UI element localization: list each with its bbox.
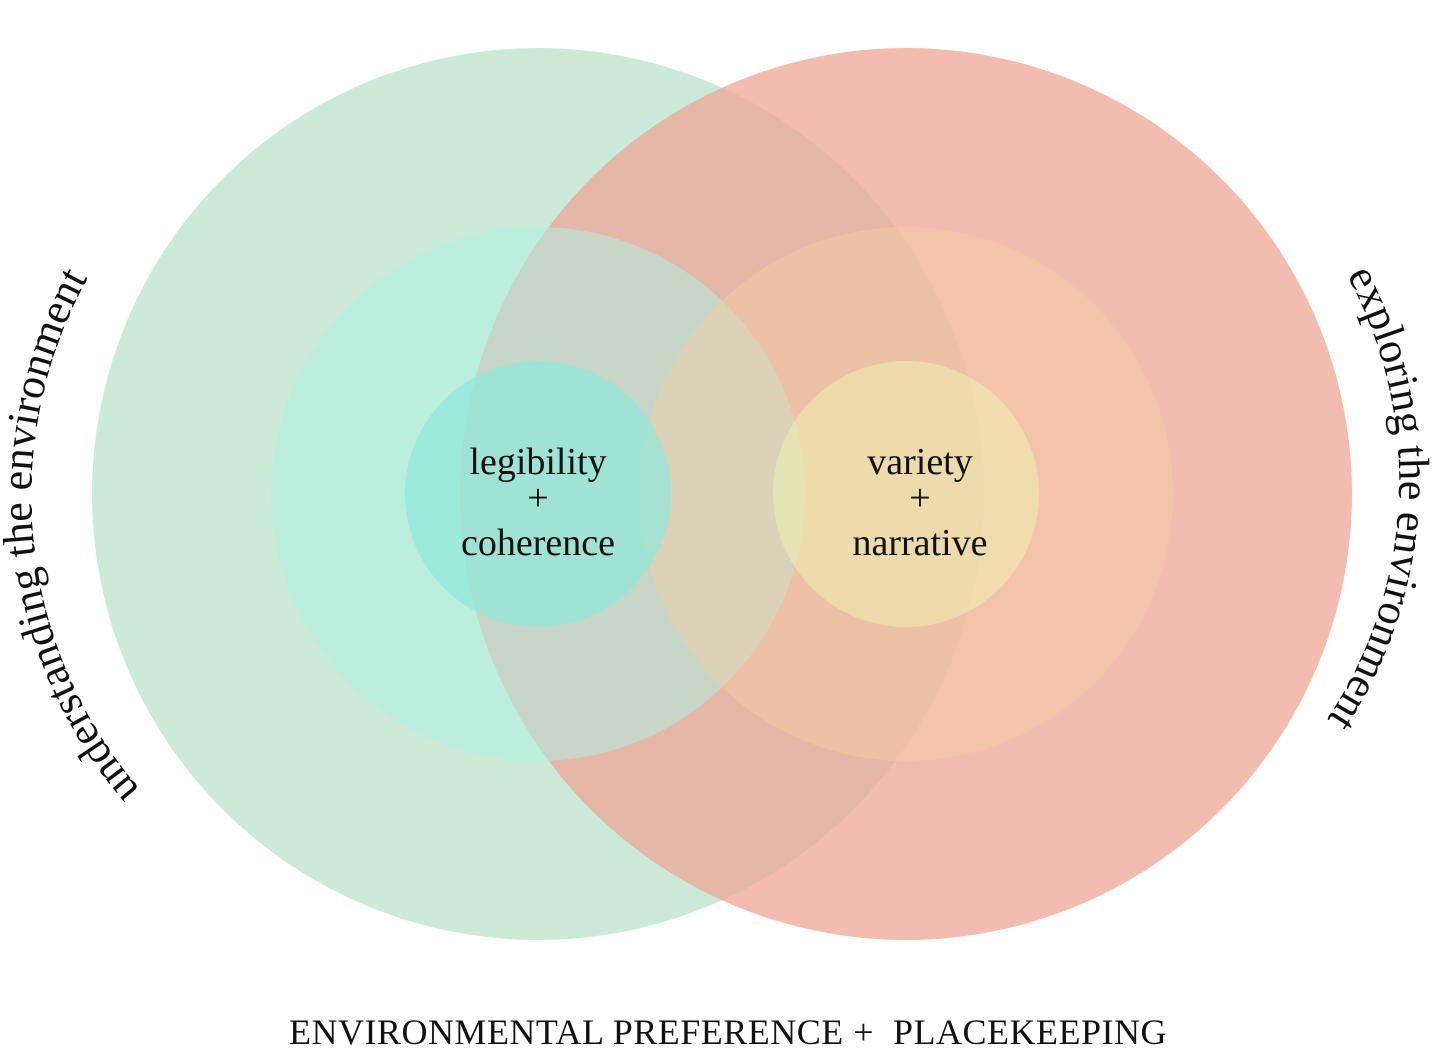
right-center-line3: narrative	[852, 522, 987, 564]
left-center-plus: +	[527, 477, 548, 519]
caption-title: ENVIRONMENTAL PREFERENCE + PLACEKEEPING	[289, 1012, 1167, 1052]
right-inner-circle	[773, 361, 1039, 627]
right-center-plus: +	[909, 477, 930, 519]
left-inner-circle	[405, 361, 671, 627]
left-center-line3: coherence	[461, 522, 615, 564]
left-center-line1: legibility	[469, 441, 606, 483]
right-center-line1: variety	[867, 441, 973, 483]
